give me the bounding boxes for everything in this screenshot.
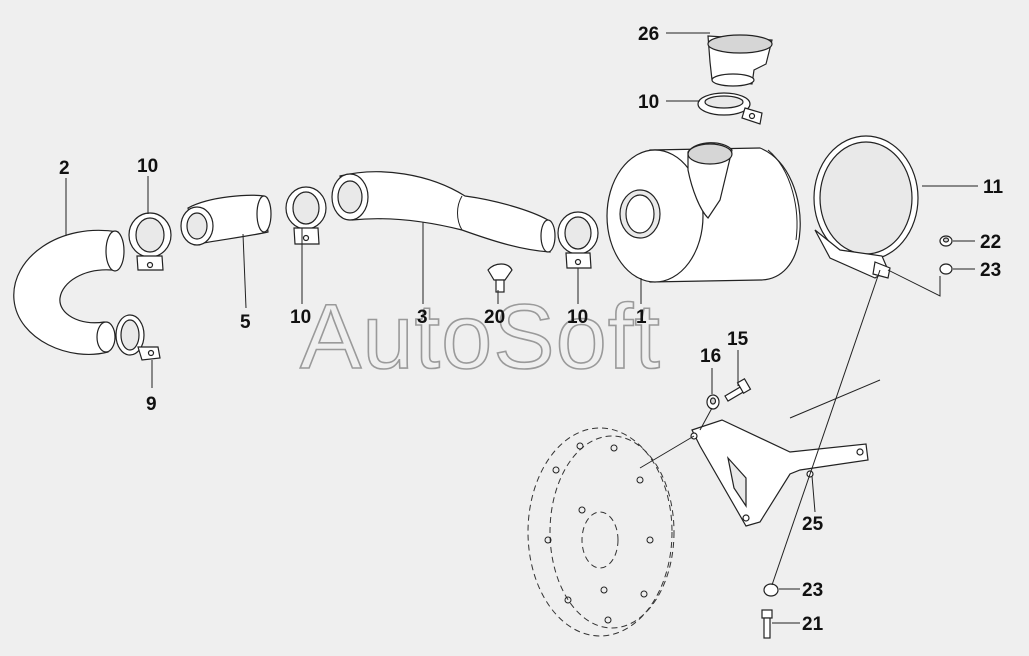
bushing-16[interactable]: [706, 394, 720, 410]
callout-23-top[interactable]: 23: [980, 260, 1001, 281]
callout-10-left[interactable]: 10: [137, 156, 158, 177]
bracket-band-11[interactable]: [813, 135, 919, 279]
bolt-15[interactable]: [724, 377, 752, 402]
nut-22[interactable]: [939, 235, 953, 247]
callout-10-mid[interactable]: 10: [290, 307, 311, 328]
callout-3[interactable]: 3: [417, 307, 428, 328]
callout-2[interactable]: 2: [59, 158, 70, 179]
clamp-10-top[interactable]: [697, 92, 763, 125]
callout-26[interactable]: 26: [638, 24, 659, 45]
flywheel-housing: [527, 427, 675, 637]
clamp-9[interactable]: [115, 314, 161, 361]
hose-3[interactable]: [331, 171, 556, 253]
leader-lines: [65, 32, 978, 624]
callout-11[interactable]: 11: [983, 177, 1004, 198]
watermark: AutoSoft: [300, 286, 661, 388]
clip-20[interactable]: [487, 263, 513, 293]
callout-23-bottom[interactable]: 23: [802, 580, 823, 601]
mounting-bracket-25[interactable]: [690, 419, 869, 527]
air-filter-1[interactable]: [606, 142, 801, 283]
bolt-21[interactable]: [761, 609, 773, 639]
intake-cap-26[interactable]: [707, 34, 773, 87]
hose-5[interactable]: [180, 194, 272, 246]
callout-1[interactable]: 1: [636, 307, 647, 328]
clamp-10-mid[interactable]: [285, 186, 327, 245]
clamp-10-left[interactable]: [128, 212, 172, 271]
callout-10-top[interactable]: 10: [638, 92, 659, 113]
callout-labels: 26 10 2 10 11 22 23 5 10 3 20 10 1 15 16…: [59, 24, 1004, 635]
nut-23-bottom[interactable]: [763, 583, 779, 597]
callout-5[interactable]: 5: [240, 312, 251, 333]
callout-15[interactable]: 15: [727, 329, 749, 350]
callout-22[interactable]: 22: [980, 232, 1001, 253]
callout-9[interactable]: 9: [146, 394, 157, 415]
nut-23-top[interactable]: [939, 263, 953, 275]
clamp-10-right[interactable]: [557, 211, 599, 269]
callout-25[interactable]: 25: [802, 514, 824, 535]
callout-16[interactable]: 16: [700, 346, 721, 367]
hose-2[interactable]: [13, 229, 125, 355]
callout-20[interactable]: 20: [484, 307, 505, 328]
callout-10-right[interactable]: 10: [567, 307, 588, 328]
callout-21[interactable]: 21: [802, 614, 824, 635]
